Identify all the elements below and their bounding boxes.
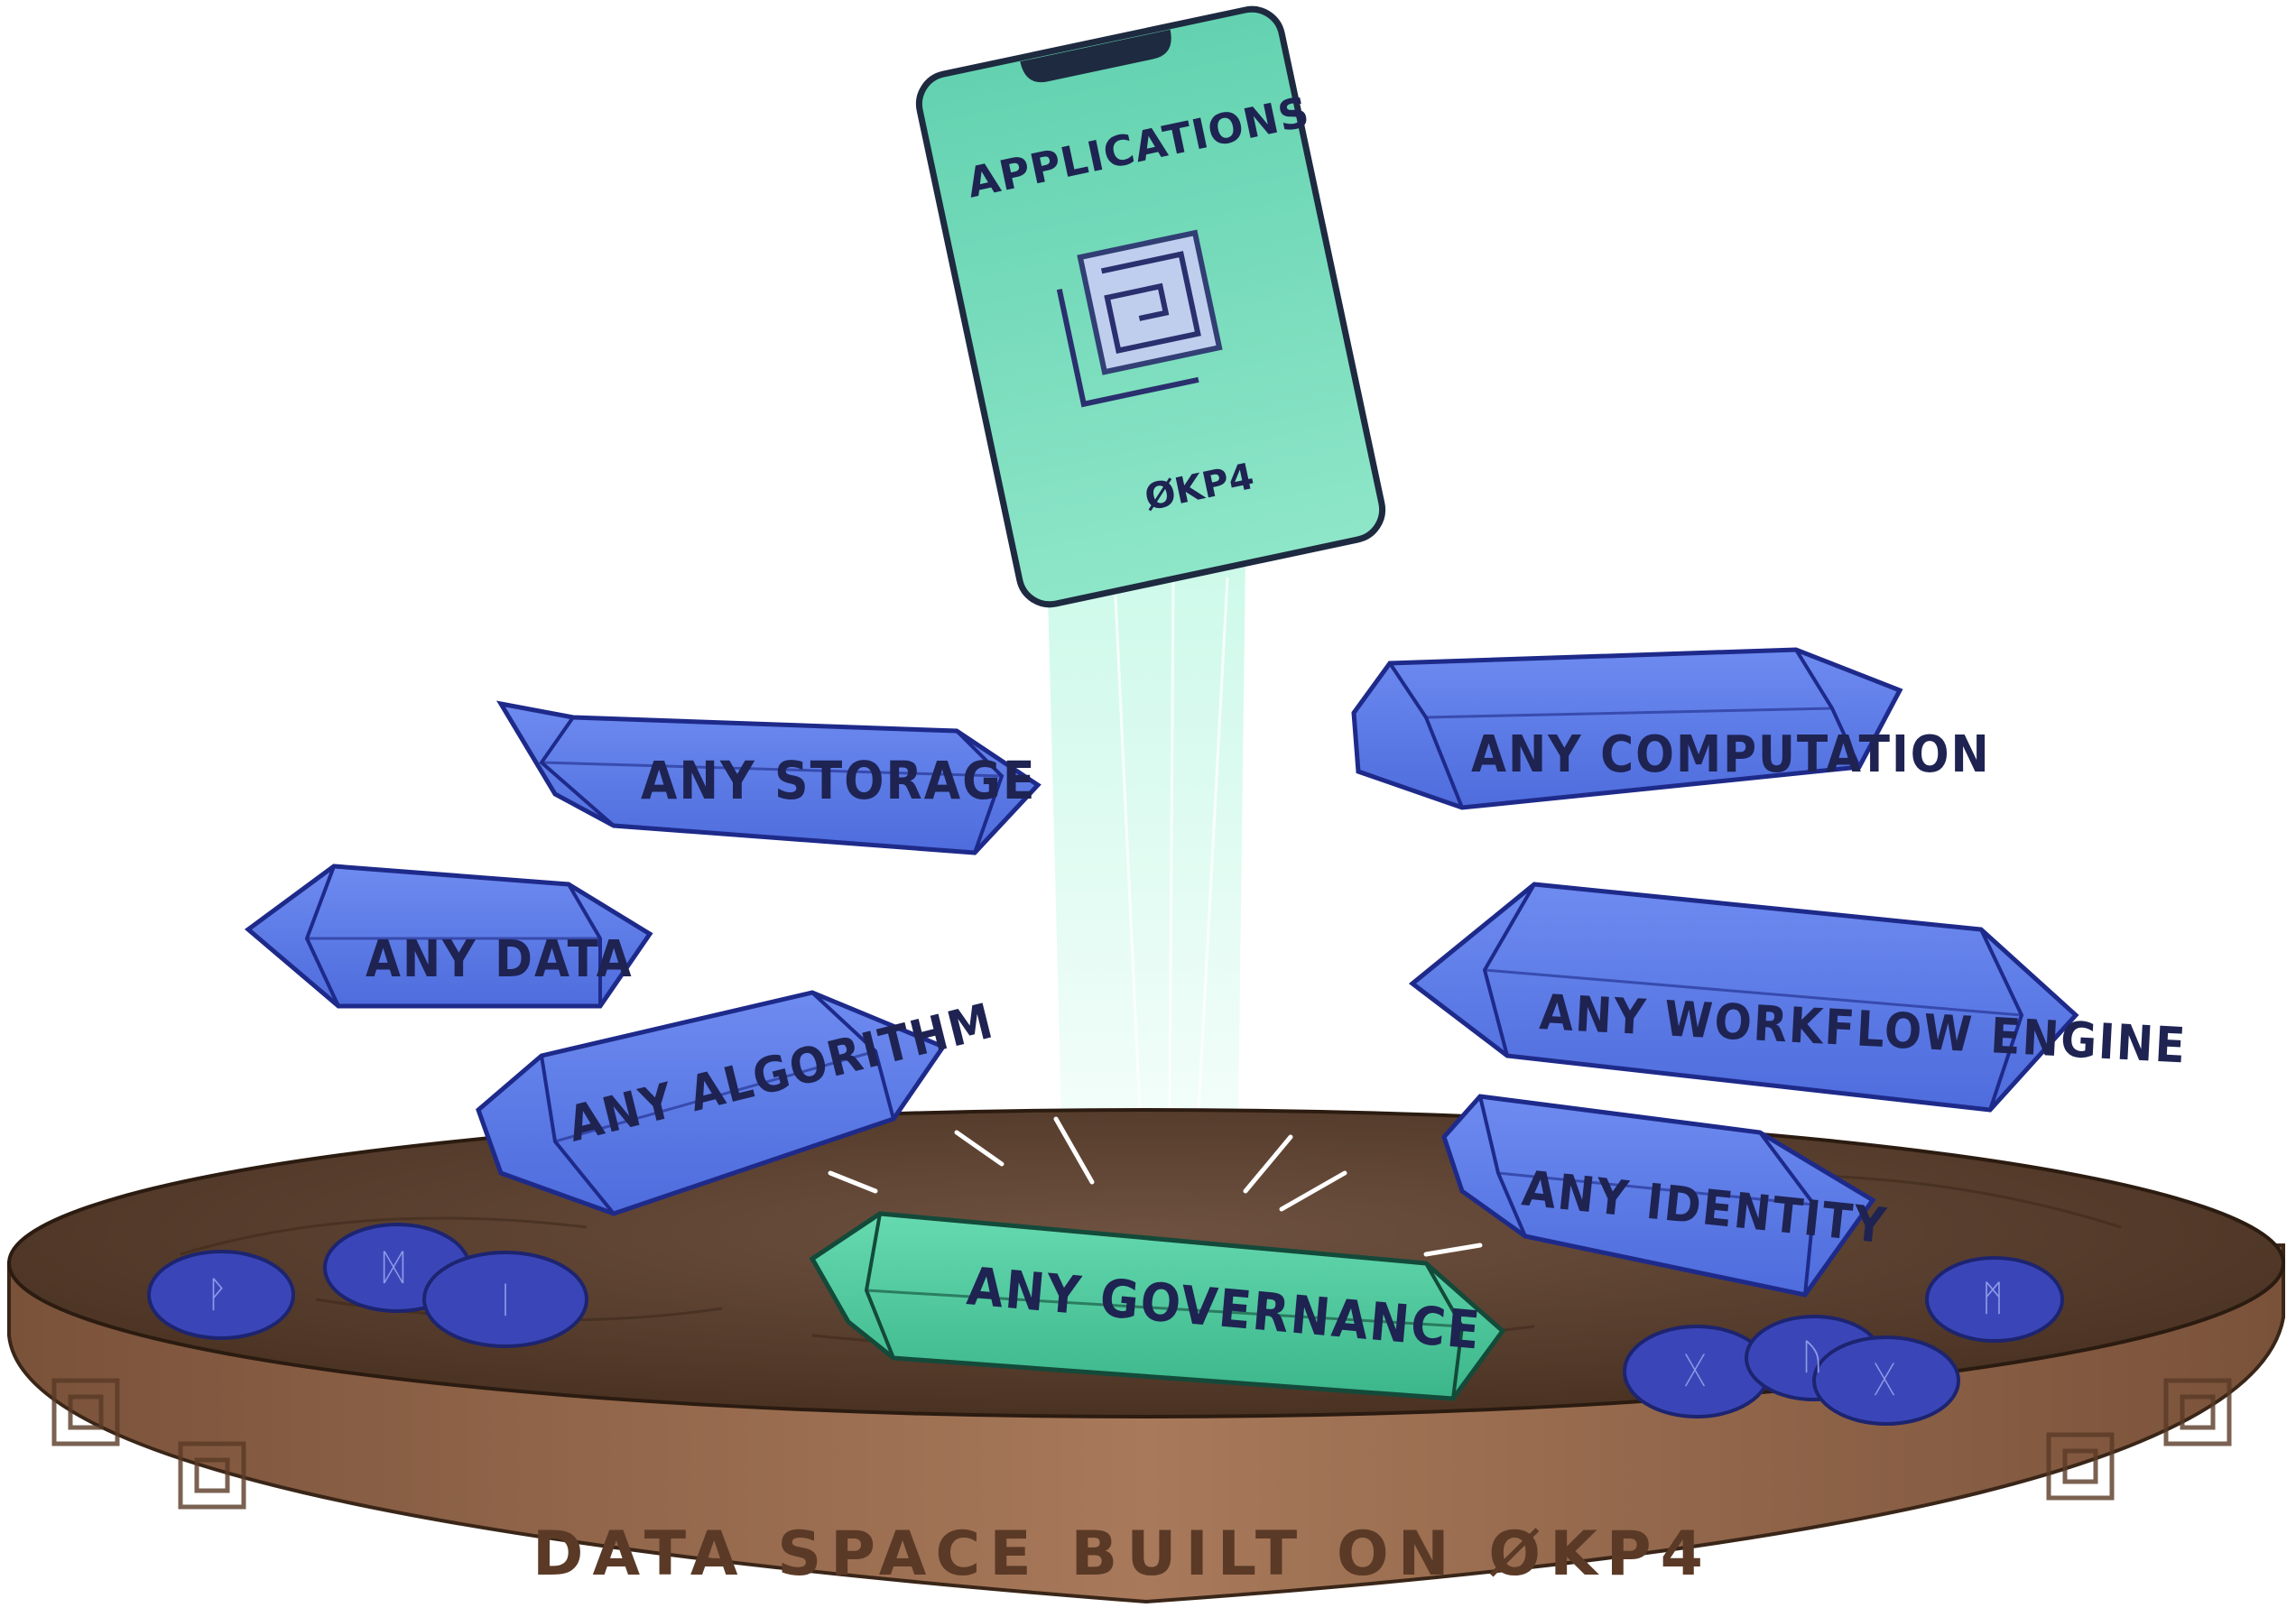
rune-stones-left: ᚹ ᛞ ᛁ bbox=[147, 1223, 588, 1348]
spark-lines bbox=[828, 1116, 1483, 1257]
rune-glyph: ᚷ bbox=[1684, 1350, 1706, 1391]
crystal-label: ANY STORAGE bbox=[641, 750, 1037, 811]
rune-glyph: ᛁ bbox=[495, 1280, 516, 1321]
rune-glyph: ᚢ bbox=[1801, 1336, 1823, 1378]
rune-glyph: ᚹ bbox=[206, 1274, 227, 1316]
rune-glyph: ᛗ bbox=[1982, 1278, 2004, 1319]
rune-glyph: ᚷ bbox=[1874, 1359, 1895, 1400]
crystal-any-identity: ANY IDENTITY bbox=[1441, 1094, 1890, 1298]
phone-device: APPLICATIONS ØKP4 bbox=[915, 5, 1386, 608]
crystal-any-storage: ANY STORAGE bbox=[495, 700, 1042, 855]
rune-stones-right: ᛗ ᚷ ᚢ ᚷ bbox=[1623, 1256, 2064, 1426]
crystal-any-governance: ANY GOVERNANCE bbox=[809, 1211, 1506, 1401]
crystal-any-workflow-engine: ANY WORKFLOW ENGINE bbox=[1408, 882, 2189, 1113]
crystal-any-computation: ANY COMPUTATION bbox=[1351, 647, 1991, 810]
okp4-spiral-logo-icon bbox=[1056, 229, 1223, 408]
crystal-any-data: ANY DATA bbox=[244, 864, 653, 1009]
rune-glyph: ᛞ bbox=[383, 1247, 404, 1289]
crystal-label: ANY COMPUTATION bbox=[1471, 725, 1991, 784]
rim-spiral-pattern bbox=[51, 1378, 2232, 1510]
crystal-label: ANY DATA bbox=[366, 930, 634, 989]
platform-inscription: DATA SPACE BUILT ON ØKP4 bbox=[532, 1519, 1712, 1590]
